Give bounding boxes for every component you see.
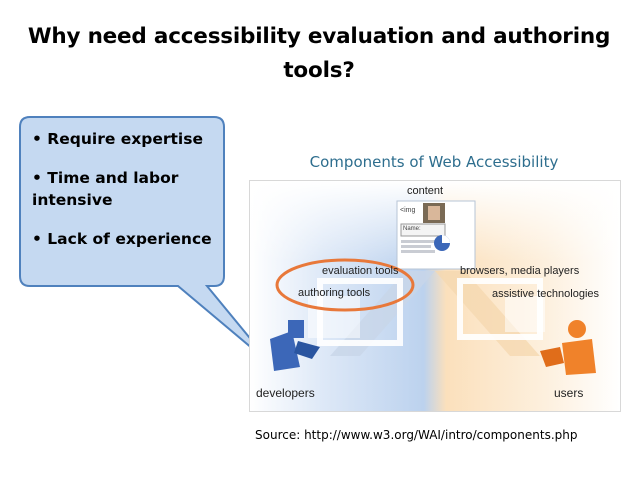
callout-text: • Require expertise • Time and labor int… bbox=[32, 128, 222, 250]
diagram-title: Components of Web Accessibility bbox=[248, 153, 620, 171]
users-label: users bbox=[554, 386, 583, 400]
assistive-technologies-label: assistive technologies bbox=[492, 288, 599, 300]
img-tag-label: <img bbox=[400, 207, 415, 214]
content-label: content bbox=[407, 185, 443, 197]
evaluation-tools-label: evaluation tools bbox=[322, 265, 398, 277]
bullet-experience: • Lack of experience bbox=[32, 228, 222, 250]
source-citation: Source: http://www.w3.org/WAI/intro/comp… bbox=[255, 428, 577, 442]
name-field-label: Name: bbox=[403, 226, 421, 232]
developers-label: developers bbox=[256, 386, 315, 400]
authoring-tools-label: authoring tools bbox=[298, 287, 370, 299]
browsers-label: browsers, media players bbox=[460, 265, 579, 277]
bullet-expertise: • Require expertise bbox=[32, 128, 222, 150]
web-accessibility-diagram: content <img Name: evaluation tools auth… bbox=[249, 180, 621, 412]
bullet-time-labor: • Time and labor intensive bbox=[32, 167, 222, 211]
